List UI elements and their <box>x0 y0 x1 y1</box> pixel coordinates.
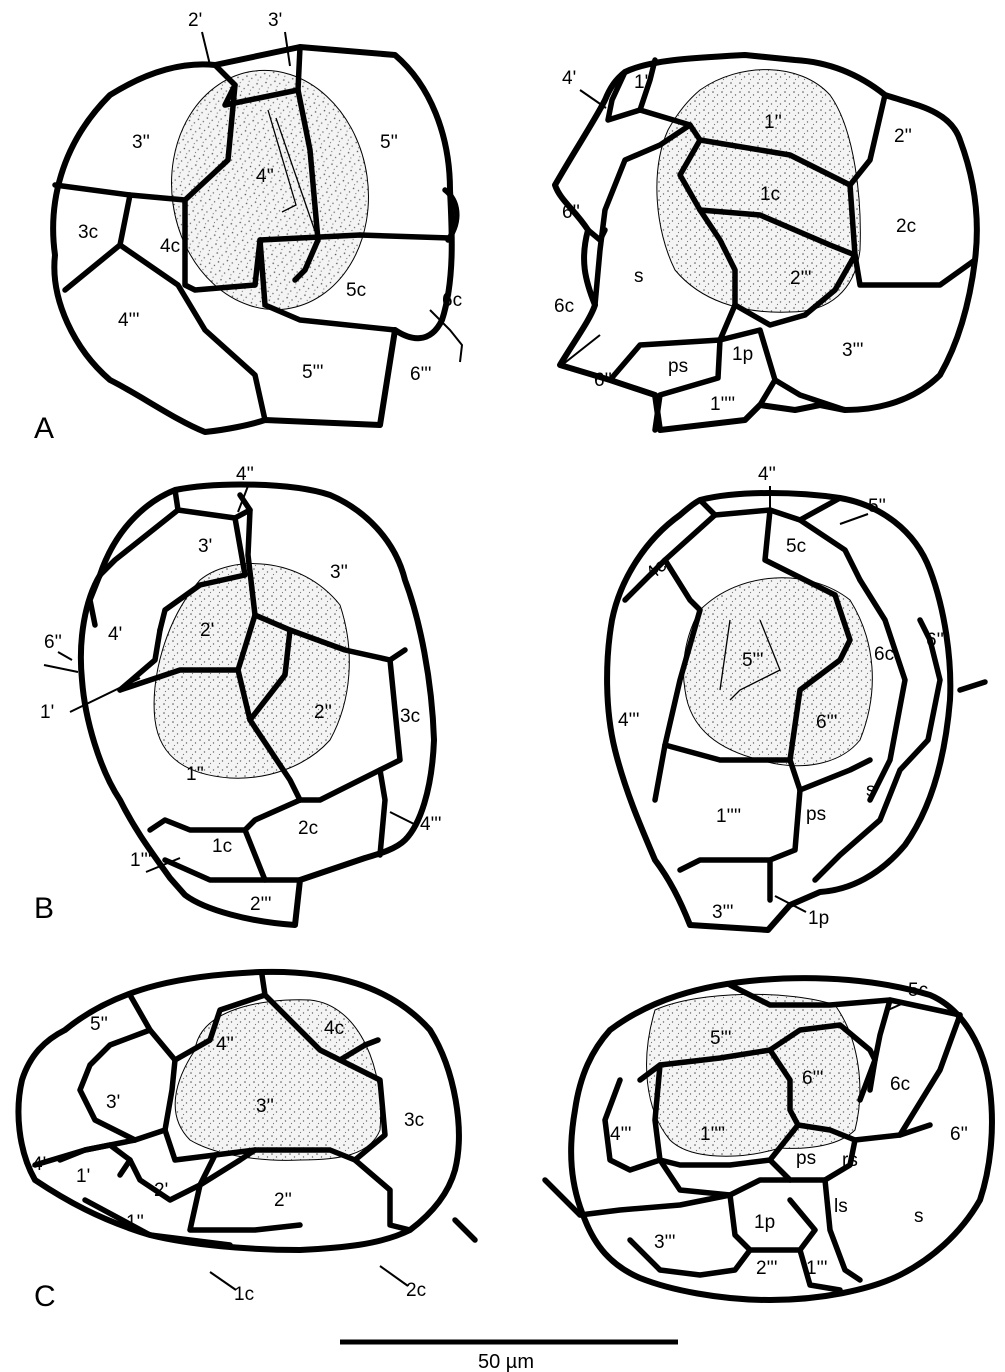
plate-label: 4'' <box>758 464 776 485</box>
plate-label: 2' <box>200 620 214 641</box>
plate-label: 6''' <box>802 1068 823 1089</box>
plate-label: 1c <box>212 836 232 857</box>
plate-label: 5'' <box>380 132 398 153</box>
plate-label: 6'' <box>44 632 62 653</box>
plate-label: 2' <box>154 1180 168 1201</box>
plate-label: 1''' <box>806 1258 827 1279</box>
plate-label: 3'' <box>132 132 150 153</box>
plate-label: 2c <box>298 818 318 839</box>
plate-label: 1''' <box>130 850 151 871</box>
plate-label: 4'' <box>216 1034 234 1055</box>
plate-label: 1'' <box>126 1212 144 1233</box>
plate-label: 5'' <box>868 496 886 517</box>
panel-b-right-cyst: 4'' 5'' 4c 5c 6c 6'' 5''' 4''' 6''' s 1'… <box>607 464 985 930</box>
plate-label: 6'' <box>926 630 944 651</box>
plate-label: 2''' <box>756 1258 777 1279</box>
plate-label: 1p <box>732 344 753 365</box>
plate-label: 3c <box>78 222 98 243</box>
plate-label: 6c <box>554 296 574 317</box>
plate-label: s <box>914 1206 924 1227</box>
plate-label: 6c <box>442 290 462 311</box>
plate-label: 4' <box>108 624 122 645</box>
plate-label: 2' <box>188 10 202 31</box>
plate-label: 2'' <box>894 126 912 147</box>
plate-label: 4c <box>160 236 180 257</box>
plate-label: 2'' <box>314 702 332 723</box>
plate-label: 4'' <box>236 464 254 485</box>
plate-label: 4' <box>562 68 576 89</box>
plate-label: 4'' <box>256 166 274 187</box>
plate-label: rs <box>842 1150 858 1171</box>
plate-label: 1p <box>754 1212 775 1233</box>
plate-label: 1'''' <box>710 394 735 415</box>
plate-label: 6''' <box>594 370 615 391</box>
plate-label: 5''' <box>302 362 323 383</box>
plate-label: 2''' <box>250 894 271 915</box>
plate-label: 2''' <box>790 268 811 289</box>
scale-bar: 50 µm <box>340 1342 678 1372</box>
plate-label: 1' <box>40 702 54 723</box>
plate-label: 1' <box>76 1166 90 1187</box>
plate-label: 3' <box>268 10 282 31</box>
plate-label: 1'' <box>186 764 204 785</box>
plate-label: 6'' <box>950 1124 968 1145</box>
panel-letter-c: C <box>34 1280 56 1313</box>
plate-label: 1' <box>634 72 648 93</box>
plate-label: 2c <box>896 216 916 237</box>
plate-label: 2c <box>406 1280 426 1301</box>
plate-label: 6''' <box>410 364 431 385</box>
plate-label: 3'' <box>330 562 348 583</box>
plate-label: 1'''' <box>716 806 741 827</box>
plate-label: ls <box>834 1196 848 1217</box>
plate-label: 5c <box>346 280 366 301</box>
plate-label: 3c <box>404 1110 424 1131</box>
panel-b-left-cyst: 4'' 3' 3'' 6'' 4' 2' 1' 2'' 3c 1'' 2c 4'… <box>40 464 441 925</box>
plate-label: 4c <box>324 1018 344 1039</box>
plate-label: 1c <box>760 184 780 205</box>
plate-label: 1p <box>808 908 829 929</box>
plate-label: 6c <box>890 1074 910 1095</box>
plate-label: 3'' <box>256 1096 274 1117</box>
plate-label: 4''' <box>610 1124 631 1145</box>
plate-label: ps <box>668 356 688 377</box>
plate-label: 4''' <box>118 310 139 331</box>
panel-a-right-cyst: 4' 1' 1'' 2'' 6'' 1c 2c s 2''' 6c 6''' p… <box>554 55 977 430</box>
plate-label: 5''' <box>710 1028 731 1049</box>
archeopyle-area <box>175 1000 380 1161</box>
plate-label: 5''' <box>742 650 763 671</box>
plate-label: 6c <box>874 644 894 665</box>
scale-bar-label: 50 µm <box>478 1351 534 1372</box>
plate-label: 2'' <box>274 1190 292 1211</box>
panel-c-right-cyst: 5c 5''' 6c 6''' 4''' 1'''' 6'' ps rs ls … <box>545 978 992 1300</box>
plate-label: 3''' <box>712 902 733 923</box>
plate-label: ps <box>806 804 826 825</box>
plate-label: 1'' <box>764 112 782 133</box>
plate-label: 3''' <box>842 340 863 361</box>
panel-c-left-cyst: 5'' 4'' 4c 3' 3'' 3c 4' 1' 2' 2'' 1'' 1c… <box>18 972 475 1305</box>
panel-a-left-cyst: 2' 3' 3'' 5'' 4'' 3c 4c 5c 6c 4''' 5''' … <box>53 10 462 432</box>
plate-label: 4' <box>32 1154 46 1175</box>
plate-label: 3''' <box>654 1232 675 1253</box>
plate-label: 3' <box>106 1092 120 1113</box>
plate-label: 3' <box>198 536 212 557</box>
panel-letter-b: B <box>34 892 54 925</box>
plate-label: 5'' <box>90 1014 108 1035</box>
plate-label: 1c <box>234 1284 254 1305</box>
plate-label: s <box>866 780 876 801</box>
plate-label: 5c <box>908 980 928 1001</box>
plate-label: 6'' <box>562 202 580 223</box>
plate-label: 4''' <box>420 814 441 835</box>
plate-label: 4''' <box>618 710 639 731</box>
plate-label: ps <box>796 1148 816 1169</box>
plate-label: s <box>634 266 644 287</box>
plate-label: 5c <box>786 536 806 557</box>
panel-letter-a: A <box>34 412 54 445</box>
plate-label: 3c <box>400 706 420 727</box>
plate-label: 6''' <box>816 712 837 733</box>
plate-label: 1'''' <box>700 1124 725 1145</box>
